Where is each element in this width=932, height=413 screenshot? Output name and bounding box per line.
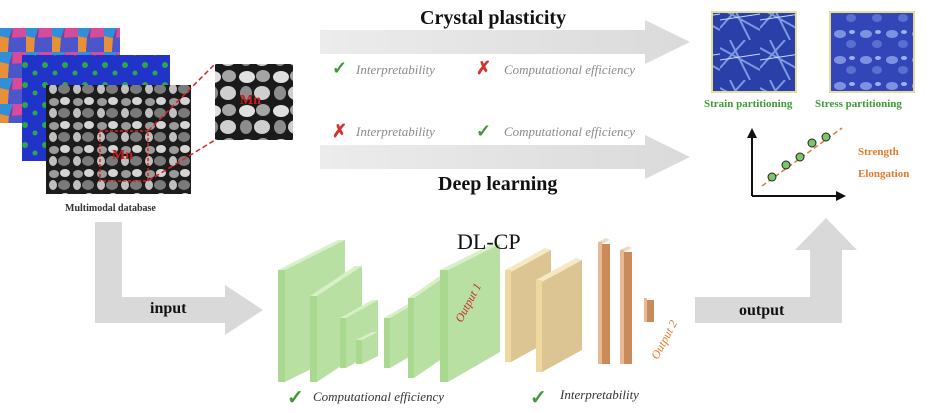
output-label: output <box>739 302 785 319</box>
cnn-encoder <box>278 240 500 382</box>
sem-image <box>46 85 191 194</box>
data-point <box>821 132 831 142</box>
model-computational-efficiency: Computational efficiency <box>313 389 445 404</box>
check-icon: ✓ <box>332 58 348 78</box>
data-point <box>767 172 777 182</box>
deep-learning-arrow <box>320 135 690 179</box>
data-point <box>807 138 817 148</box>
plot-x-arrow <box>836 191 846 201</box>
interpretability-blocks <box>505 248 582 372</box>
stress-partitioning-label: Stress partitioning <box>815 98 902 110</box>
check-icon: ✓ <box>287 387 304 409</box>
strength-label: Strength <box>858 146 899 158</box>
zoom-line-bottom <box>147 139 216 182</box>
strain-partitioning-label: Strain partitioning <box>704 98 793 110</box>
zoom-inset <box>215 64 293 140</box>
check-icon: ✓ <box>476 121 492 141</box>
cross-icon: ✗ <box>476 58 492 78</box>
database-caption: Multimodal database <box>65 203 156 214</box>
input-label: input <box>150 300 187 317</box>
dl-interpretability: Interpretability <box>356 124 435 139</box>
stress-map <box>829 11 915 93</box>
deep-learning-title: Deep learning <box>438 173 558 195</box>
data-points <box>767 132 831 182</box>
dl-cp-title: DL-CP <box>457 229 521 254</box>
dense-layers <box>598 238 654 364</box>
input-arrow <box>95 222 263 335</box>
cp-interpretability: Interpretability <box>356 62 435 77</box>
cp-computational-efficiency: Computational efficiency <box>504 62 636 77</box>
elongation-label: Elongation <box>858 168 910 180</box>
strain-map <box>711 11 797 93</box>
region-highlight <box>99 130 149 182</box>
crystal-plasticity-arrow <box>320 20 690 64</box>
region-mn-label: Mn <box>112 148 133 163</box>
data-point <box>781 160 791 170</box>
plot-y-arrow <box>747 128 757 138</box>
model-interpretability: Interpretability <box>560 387 639 402</box>
data-point <box>795 152 805 162</box>
output-arrow <box>695 218 857 323</box>
cross-icon: ✗ <box>332 121 348 141</box>
dl-computational-efficiency: Computational efficiency <box>504 124 636 139</box>
zoom-mn-label: Mn <box>240 93 261 108</box>
check-icon: ✓ <box>530 387 547 409</box>
crystal-plasticity-title: Crystal plasticity <box>420 7 567 29</box>
